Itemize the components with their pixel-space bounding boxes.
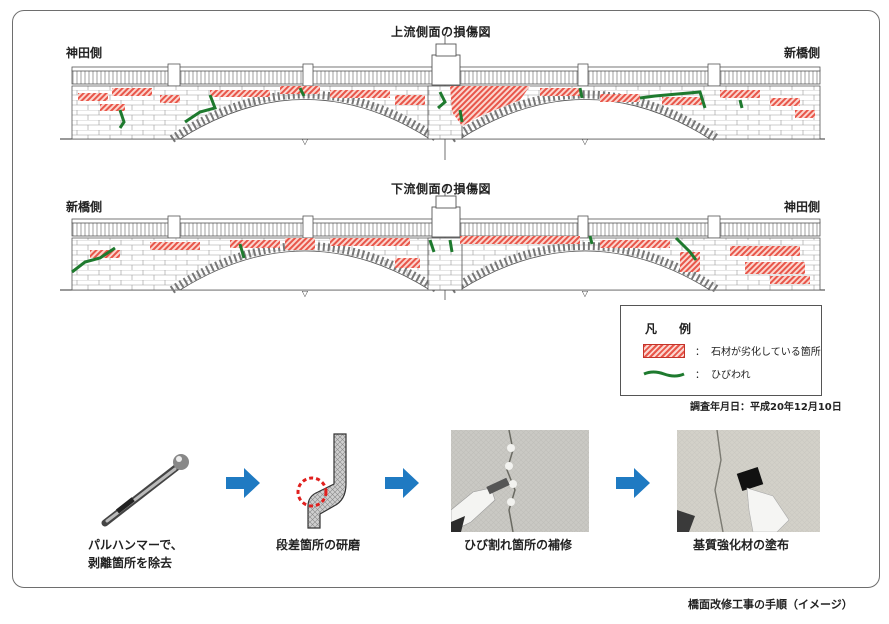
legend-row-deteriorated: ： 石材が劣化している箇所 — [643, 343, 821, 358]
legend-row-crack: ： ひびわれ — [643, 366, 751, 381]
legend-colon: ： — [695, 370, 705, 381]
survey-date: 調査年月日：平成20年12月10日 — [690, 402, 842, 413]
downstream-right-side-label: 神田側 — [784, 200, 821, 214]
arrow-right-icon — [616, 468, 650, 498]
crack-line-icon — [643, 370, 685, 377]
upstream-left-side-label: 神田側 — [66, 46, 103, 60]
upstream-bridge-diagram: ▽ ▽ — [60, 35, 825, 300]
legend-crack-label: ひびわれ — [711, 370, 751, 381]
downstream-title: 下流側面の損傷図 — [391, 182, 492, 196]
consolidant-coating-photo — [677, 430, 820, 532]
pulse-hammer-icon — [101, 454, 189, 527]
legend-colon: ： — [695, 347, 705, 358]
downstream-left-side-label: 新橋側 — [66, 200, 103, 214]
downstream-bridge: ▽ ▽ — [60, 186, 825, 300]
svg-text:▽: ▽ — [302, 289, 309, 298]
svg-text:▽: ▽ — [302, 137, 309, 146]
legend-title: 凡例 — [645, 322, 714, 336]
arrow-right-icon — [226, 468, 260, 498]
step-4-label: 基質強化材の塗布 — [693, 538, 790, 552]
step-1-label-line2: 剥離箇所を除去 — [88, 556, 173, 570]
arrow-right-icon — [385, 468, 419, 498]
svg-text:▽: ▽ — [582, 289, 589, 298]
downstream-cracks — [71, 235, 698, 274]
step-3-label: ひび割れ箇所の補修 — [464, 538, 573, 552]
figure-caption: 橋面改修工事の手順（イメージ） — [688, 598, 853, 611]
legend-deteriorated-label: 石材が劣化している箇所 — [711, 347, 821, 358]
step-1-label-line1: パルハンマーで、 — [88, 538, 183, 552]
upstream-cracks — [118, 87, 744, 129]
upstream-right-side-label: 新橋側 — [784, 46, 821, 60]
svg-text:▽: ▽ — [582, 137, 589, 146]
step-grinding-icon — [296, 433, 347, 529]
hatched-swatch-icon — [643, 343, 685, 358]
crack-repair-photo — [451, 430, 589, 532]
step-1-label: パルハンマーで、 剥離箇所を除去 — [88, 536, 183, 572]
upstream-title: 上流側面の損傷図 — [391, 25, 492, 39]
legend-box: 凡例 ： 石材が劣化している箇所 ： ひびわれ — [620, 305, 822, 396]
step-2-label: 段差箇所の研磨 — [276, 538, 361, 552]
